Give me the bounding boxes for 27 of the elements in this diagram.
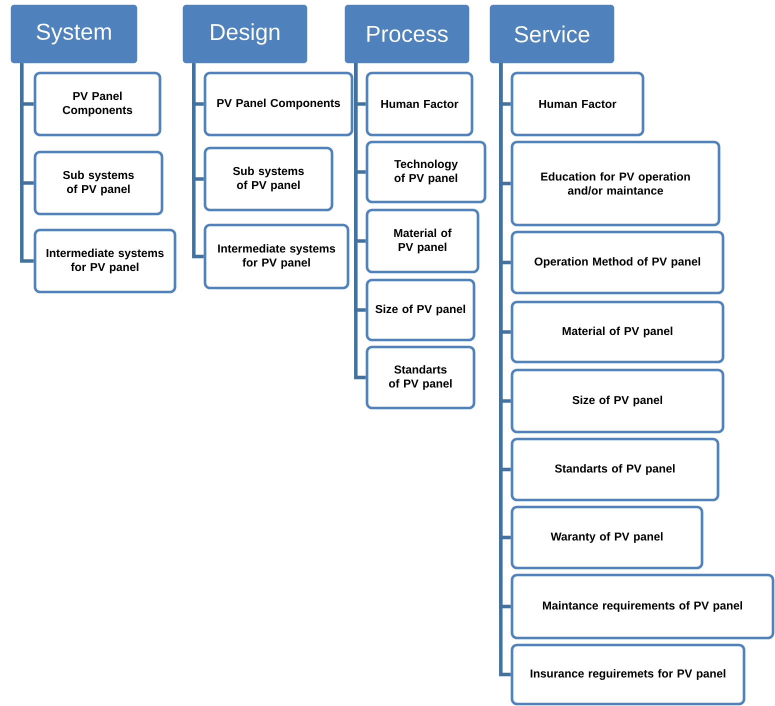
item-box: Sub systems of PV panel	[204, 146, 334, 212]
category-header: System	[10, 4, 138, 64]
item-box: Maintance requirements of PV panel	[510, 574, 774, 640]
item-box: PV Panel Components	[204, 72, 354, 136]
item-box: Operation Method of PV panel	[510, 230, 724, 294]
connector-line	[20, 63, 34, 263]
item-box: Human Factor	[366, 72, 474, 136]
item-box: Insurance reguiremets for PV panel	[510, 644, 746, 706]
item-box: Intermediate systems for PV panel	[204, 224, 350, 290]
item-box: Technology of PV panel	[366, 140, 486, 204]
connector-line	[192, 63, 204, 258]
item-box: Human Factor	[510, 72, 644, 136]
item-box: Standarts of PV panel	[510, 438, 720, 502]
category-header: Process	[344, 4, 470, 64]
item-box: Material of PV panel	[510, 300, 724, 364]
item-box: Material of PV panel	[366, 208, 480, 274]
item-box: Waranty of PV panel	[510, 506, 704, 570]
category-header: Design	[182, 4, 308, 64]
connector-line	[354, 63, 366, 380]
item-box: Size of PV panel	[366, 278, 476, 342]
item-box: Standarts of PV panel	[366, 346, 476, 410]
item-box: PV Panel Components	[34, 72, 162, 136]
category-header: Service	[490, 4, 614, 64]
item-box: Size of PV panel	[510, 368, 724, 434]
item-box: Sub systems of PV panel	[34, 150, 164, 216]
item-box: Intermediate systems for PV panel	[34, 228, 176, 294]
item-box: Education for PV operation and/or maintance	[510, 140, 720, 226]
